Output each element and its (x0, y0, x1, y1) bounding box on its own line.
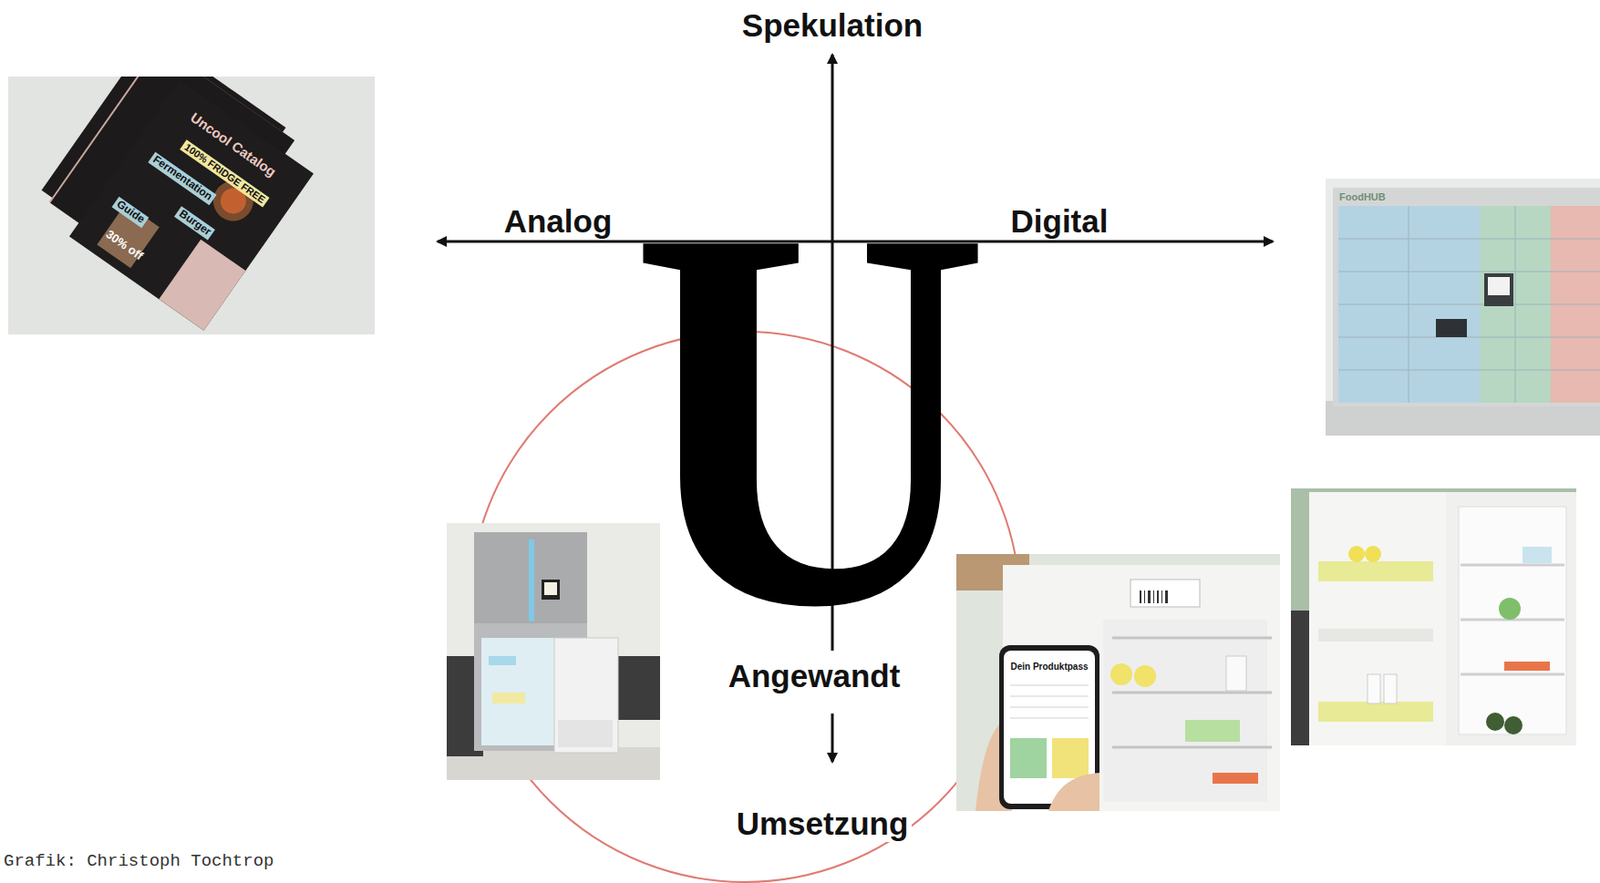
catalog-photo (8, 76, 375, 335)
axis-right (832, 240, 1273, 244)
fridge-open-photo (1290, 488, 1577, 746)
fridge-photo-left (446, 523, 661, 781)
fridge-phone-photo (956, 554, 1280, 812)
down-arrow (831, 713, 835, 763)
big-letter: U (630, 114, 991, 721)
axis-label: Angewandt (724, 658, 905, 695)
axis-label: Spekulation (738, 7, 927, 44)
caption: Grafik: Christoph Tochtrop (3, 852, 274, 873)
focus-circle (469, 331, 1021, 883)
photo-text: FoodHUB (1339, 191, 1386, 204)
photo-text: Dein Produktpass (1007, 661, 1091, 673)
axis-label: Umsetzung (732, 805, 913, 843)
foodhub-photo (1325, 178, 1600, 436)
axis-label: Digital (1007, 203, 1113, 240)
axis-label: Analog (500, 203, 617, 240)
vertical-axis (831, 54, 835, 651)
axis-left (437, 240, 833, 244)
